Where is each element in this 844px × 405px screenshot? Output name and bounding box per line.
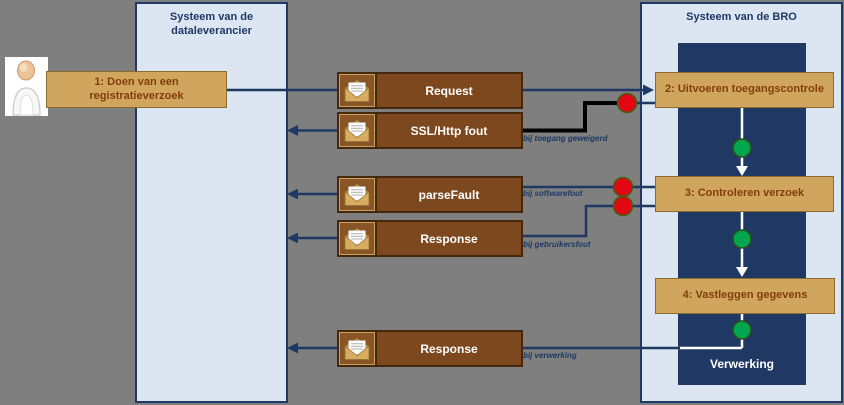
condition-softwarefout: bij softwarefout — [523, 189, 583, 198]
step-uitvoeren-toegangscontrole: 2: Uitvoeren toegangscontrole — [655, 72, 834, 108]
condition-verwerking: bij verwerking — [523, 351, 577, 360]
panel-bro-title: Systeem van de BRO — [686, 11, 797, 23]
step-label: 1: Doen van een registratieverzoek — [89, 75, 184, 102]
message-ssl-http-fout: SSL/Http fout — [337, 112, 523, 149]
message-response-verwerking: Response — [337, 330, 523, 367]
verwerking-label: Verwerking — [709, 357, 775, 371]
message-label: parseFault — [418, 187, 480, 202]
step-label: 4: Vastleggen gegevens — [682, 289, 808, 302]
ssl-fout-arrow — [287, 125, 337, 136]
panel-dataleverancier-title: Systeem van de dataleverancier — [169, 11, 254, 38]
envelope-icon — [339, 178, 377, 211]
message-request: Request — [337, 72, 523, 109]
message-label: Request — [425, 83, 473, 98]
envelope-icon — [339, 332, 377, 365]
condition-toegang-geweigerd: bij toegang geweigerd — [523, 134, 608, 143]
toegang-geweigerd-connector — [523, 101, 655, 133]
message-parsefault: parseFault — [337, 176, 523, 213]
envelope-icon — [339, 74, 377, 107]
message-label: Response — [420, 231, 478, 246]
message-label: SSL/Http fout — [410, 123, 488, 138]
step-label: 2: Uitvoeren toegangscontrole — [665, 83, 824, 96]
red-dot-markers — [612, 92, 638, 217]
person-icon — [5, 57, 48, 116]
step-doen-registratieverzoek: 1: Doen van een registratieverzoek — [46, 71, 227, 108]
step-controleren-verzoek: 3: Controleren verzoek — [655, 176, 834, 212]
condition-gebruikersfout: bij gebruikersfout — [523, 240, 591, 249]
envelope-icon — [339, 222, 377, 255]
panel-dataleverancier: Systeem van de dataleverancier — [135, 2, 288, 403]
step-vastleggen-gegevens: 4: Vastleggen gegevens — [655, 278, 835, 314]
envelope-icon — [339, 114, 377, 147]
message-response-afkeur: Response — [337, 220, 523, 257]
step-label: 3: Controleren verzoek — [684, 187, 805, 200]
message-label: Response — [420, 341, 478, 356]
